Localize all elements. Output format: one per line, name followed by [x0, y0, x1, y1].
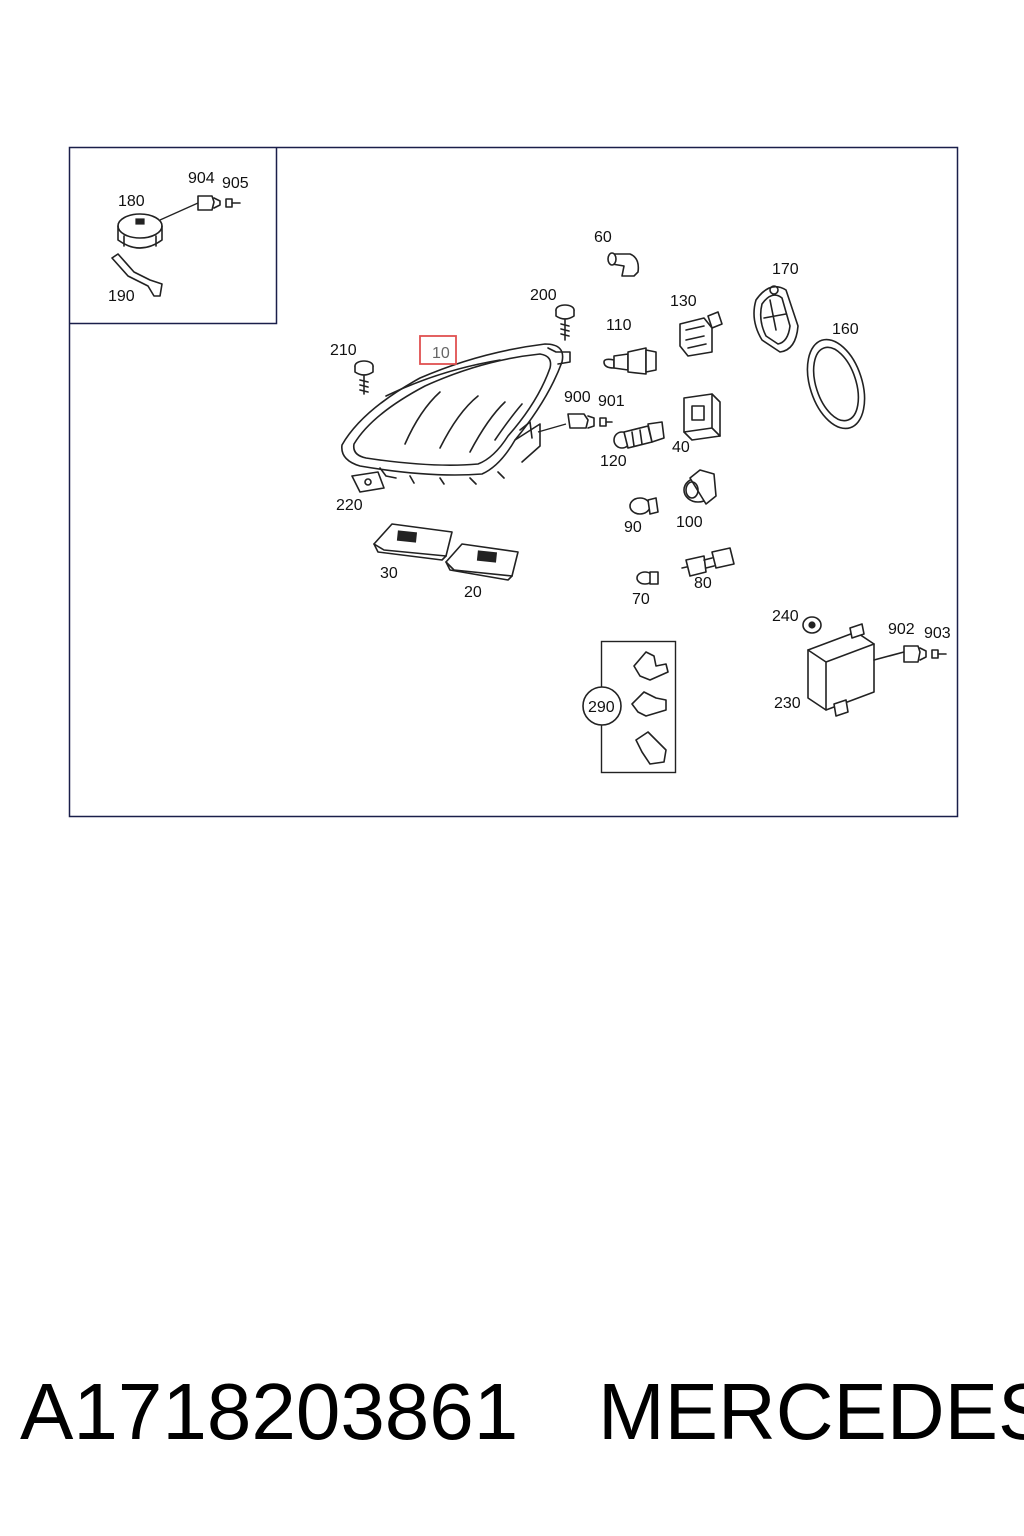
pin-901	[599, 417, 613, 427]
label-60: 60	[594, 229, 612, 246]
part-290-kit	[582, 640, 677, 774]
part-110-bulb	[603, 347, 657, 375]
part-10-headlamp	[341, 343, 571, 485]
brand-caption: MERCEDES	[598, 1367, 1024, 1456]
part-190-bracket	[111, 253, 163, 297]
label-20: 20	[464, 584, 482, 601]
part-70-bulb	[636, 571, 659, 585]
label-200: 200	[530, 287, 557, 304]
label-220: 220	[336, 497, 363, 514]
part-30-ballast	[373, 523, 453, 561]
label-80: 80	[694, 575, 712, 592]
label-210: 210	[330, 342, 357, 359]
label-170: 170	[772, 261, 799, 278]
part-80-sensor	[681, 547, 735, 577]
part-100-socket	[683, 469, 717, 505]
label-130: 130	[670, 293, 697, 310]
label-230: 230	[774, 695, 801, 712]
part-210-screw	[354, 360, 374, 395]
connector-902	[903, 645, 927, 663]
label-190: 190	[108, 288, 135, 305]
connector-900	[567, 413, 595, 429]
label-905: 905	[222, 175, 249, 192]
label-290: 290	[588, 699, 615, 716]
diagram-frame	[68, 146, 959, 818]
label-90: 90	[624, 519, 642, 536]
inset-frame	[69, 147, 278, 325]
part-160-seal-ring	[806, 338, 866, 430]
label-100: 100	[676, 514, 703, 531]
label-10: 10	[432, 345, 450, 362]
part-200-screw	[555, 304, 575, 341]
part-20-ballast	[445, 543, 519, 581]
label-70: 70	[632, 591, 650, 608]
part-170-cover	[753, 285, 799, 353]
part-220-clip	[351, 471, 385, 493]
part-number-caption: A1718203861	[20, 1367, 519, 1456]
label-180: 180	[118, 193, 145, 210]
label-901: 901	[598, 393, 625, 410]
part-130-socket	[679, 311, 723, 357]
part-10-highlight	[419, 335, 457, 365]
part-40-module	[683, 393, 721, 441]
pin-903	[931, 649, 947, 659]
part-120-bulb	[613, 421, 665, 449]
label-904: 904	[188, 170, 215, 187]
pin-905	[225, 198, 241, 208]
label-160: 160	[832, 321, 859, 338]
label-900: 900	[564, 389, 591, 406]
label-120: 120	[600, 453, 627, 470]
label-902: 902	[888, 621, 915, 638]
label-903: 903	[924, 625, 951, 642]
part-90-bulb	[629, 497, 659, 515]
connector-904	[197, 195, 221, 211]
part-180-cap	[117, 213, 163, 249]
part-240-washer	[802, 616, 822, 634]
label-40: 40	[672, 439, 690, 456]
part-60-elbow	[607, 252, 640, 277]
label-30: 30	[380, 565, 398, 582]
label-240: 240	[772, 608, 799, 625]
part-230-control-unit	[807, 623, 905, 717]
label-110: 110	[606, 317, 632, 334]
